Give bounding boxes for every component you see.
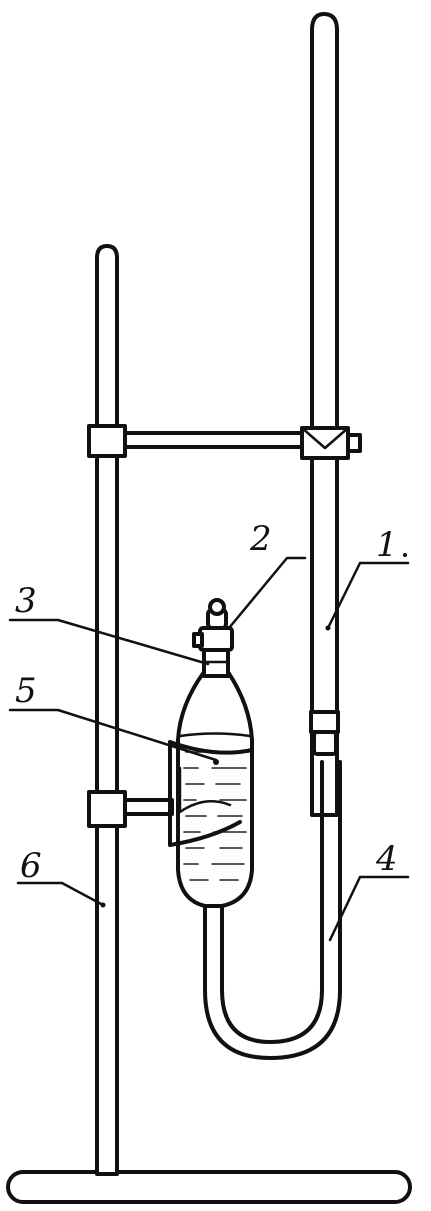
callout-3: 3: [15, 581, 37, 621]
stand-rod: [95, 244, 119, 1176]
rubber-hose: [203, 760, 342, 1060]
valve: [192, 598, 234, 652]
measuring-tube: [309, 12, 340, 817]
base-plate: [6, 1170, 412, 1204]
bottle-strap: [168, 740, 254, 847]
leader-lines: [8, 553, 410, 942]
callout-1: 1: [376, 525, 398, 565]
bottle: [176, 670, 254, 908]
callout-5: 5: [15, 671, 37, 711]
callout-2: 2: [249, 519, 272, 559]
left-clamp: [87, 424, 127, 458]
callout-4: 4: [375, 839, 398, 879]
horizontal-arm: [118, 431, 312, 449]
liquid-hatching: [183, 751, 247, 881]
callout-6: 6: [20, 846, 42, 886]
right-clamp: [300, 426, 362, 460]
bottle-clamp: [87, 790, 174, 828]
